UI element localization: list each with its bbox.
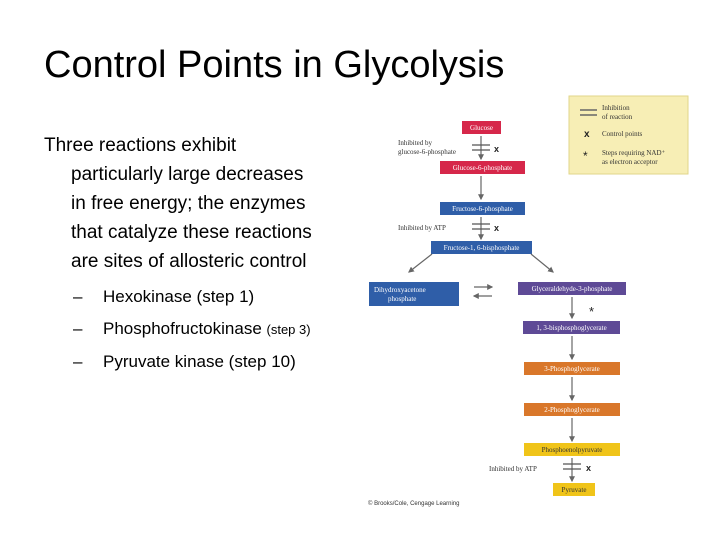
dihydroxyacetone-phosphate-label: Dihydroxyacetone	[374, 286, 426, 294]
legend-nad-label: Steps requiring NAD⁺	[602, 149, 665, 157]
intro-line: particularly large decreases	[71, 164, 304, 185]
legend-nad-mark-icon: *	[583, 149, 588, 163]
enzyme-step-note: (step 3)	[266, 322, 311, 337]
control-point-mark-icon: x	[494, 144, 499, 154]
phosphoenolpyruvate-label: Phosphoenolpyruvate	[542, 446, 603, 454]
inhibitor-label: Inhibited by	[398, 139, 433, 147]
intro-paragraph: Three reactions exhibit particularly lar…	[44, 131, 364, 276]
fructose-1-6-bisphosphate-box	[431, 241, 532, 254]
inhibitor-label: glucose-6-phosphate	[398, 148, 456, 156]
legend-control-mark-icon: x	[584, 129, 590, 140]
intro-line: are sites of allosteric control	[71, 251, 307, 272]
enzyme-text: Pyruvate kinase (step 10)	[103, 352, 296, 371]
bisphosphoglycerate-label: 1, 3-bisphosphoglycerate	[536, 324, 606, 332]
legend-nad-label: as electron acceptor	[602, 158, 658, 166]
enzyme-item-pyruvate-kinase: – Pyruvate kinase (step 10)	[73, 346, 311, 378]
glucose-box	[462, 121, 501, 134]
enzyme-text: Hexokinase (step 1)	[103, 287, 255, 306]
control-point-mark-icon: x	[586, 463, 591, 473]
legend-box	[568, 95, 689, 175]
3-phosphoglycerate-label: 3-Phosphoglycerate	[544, 365, 600, 373]
dash: –	[73, 287, 83, 306]
pyruvate-box	[553, 483, 595, 496]
intro-line: Three reactions exhibit	[44, 135, 237, 156]
pyruvate-label: Pyruvate	[562, 486, 587, 494]
enzyme-text: Phosphofructokinase	[103, 319, 267, 338]
enzyme-list: – Hexokinase (step 1) – Phosphofructokinas…	[73, 281, 311, 378]
fructose-6-phosphate-label: Fructose-6-phosphate	[452, 205, 513, 213]
intro-line: that catalyze these reactions	[71, 222, 312, 243]
glucose-label: Glucose	[470, 124, 493, 132]
2-phosphoglycerate-label: 2-Phosphoglycerate	[544, 406, 600, 414]
glucose-6-phosphate-label: Glucose-6-phosphate	[453, 164, 512, 172]
nad-step-mark-icon: *	[589, 304, 594, 319]
arrow-step-4-right	[530, 253, 554, 273]
dihydroxyacetone-phosphate-box	[369, 282, 459, 306]
legend-inhibition-label: of reaction	[602, 113, 633, 121]
2-phosphoglycerate-box	[524, 403, 620, 416]
legend-inhibition-label: Inhibition	[602, 104, 630, 112]
fructose-6-phosphate-box	[440, 202, 525, 215]
dash: –	[73, 319, 83, 338]
inhibitor-label: Inhibited by ATP	[489, 465, 537, 473]
arrow-step-4-left	[408, 253, 433, 273]
enzyme-item-phosphofructokinase: – Phosphofructokinase (step 3)	[73, 313, 311, 346]
dihydroxyacetone-phosphate-label: phosphate	[388, 295, 416, 303]
glucose-6-phosphate-box	[440, 161, 525, 174]
copyright-notice: © Brooks/Cole, Cengage Learning	[368, 500, 459, 507]
glyceraldehyde-3-phosphate-label: Glyceraldehyde-3-phosphate	[532, 285, 613, 293]
dash: –	[73, 352, 83, 371]
bisphosphoglycerate-box	[523, 321, 620, 334]
legend-control-label: Control points	[602, 130, 643, 138]
glyceraldehyde-3-phosphate-box	[518, 282, 626, 295]
slide-title: Control Points in Glycolysis	[44, 44, 505, 86]
intro-line: in free energy; the enzymes	[71, 193, 306, 214]
control-point-mark-icon: x	[494, 223, 499, 233]
inhibitor-label: Inhibited by ATP	[398, 224, 446, 232]
enzyme-item-hexokinase: – Hexokinase (step 1)	[73, 281, 311, 313]
fructose-1-6-bisphosphate-label: Fructose-1, 6-bisphosphate	[444, 244, 520, 252]
3-phosphoglycerate-box	[524, 362, 620, 375]
phosphoenolpyruvate-box	[524, 443, 620, 456]
